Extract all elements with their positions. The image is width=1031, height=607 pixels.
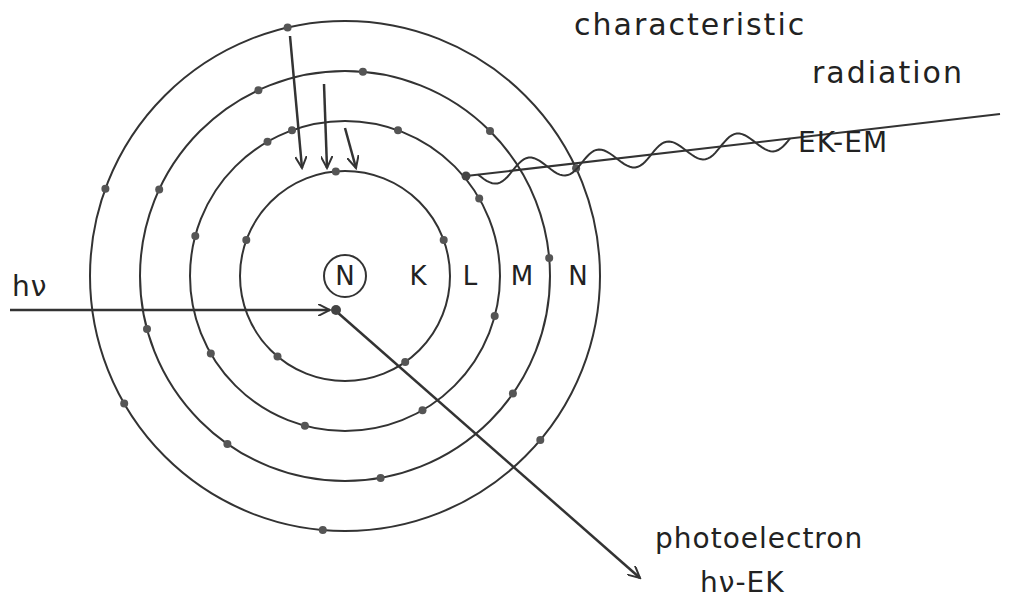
- electron-dot: [284, 24, 292, 32]
- electron-dot: [394, 126, 402, 134]
- electron-dot: [143, 325, 151, 333]
- shell-label: N: [566, 262, 589, 291]
- transition-arrow: [290, 36, 302, 168]
- k-shell: [240, 171, 450, 381]
- electron-dot: [274, 352, 282, 360]
- electron-dot: [301, 422, 309, 430]
- photoelectron-label: photoelectron: [655, 524, 863, 555]
- shell-label: L: [461, 262, 480, 291]
- m-shell: [140, 71, 550, 481]
- electron-dot: [401, 358, 409, 366]
- electron-dot: [155, 185, 163, 193]
- electron-dot: [545, 254, 553, 262]
- l-shell: [190, 121, 500, 431]
- electron-dot: [254, 86, 262, 94]
- electron-dot: [223, 440, 231, 448]
- electron-dot: [419, 406, 427, 414]
- transition-arrow: [324, 84, 327, 168]
- electron-dot: [207, 350, 215, 358]
- electron-dot: [319, 526, 327, 534]
- electron-dot: [377, 474, 385, 482]
- photon-arrow: [10, 309, 330, 312]
- electron-dot: [242, 236, 250, 244]
- energy-label: EK-EM: [798, 128, 888, 159]
- shell-label: M: [509, 262, 535, 291]
- energy-label: hν-EK: [700, 568, 785, 599]
- radiation-wave: [478, 134, 790, 184]
- photon-label: hν: [12, 272, 47, 303]
- electron-dot: [440, 236, 448, 244]
- electron-dot: [475, 195, 483, 203]
- transition-arrow: [345, 128, 356, 168]
- radiation-label: characteristic: [574, 8, 806, 41]
- photoelectron-track: [337, 312, 640, 578]
- emitting-electron: [462, 172, 471, 181]
- electron-dot: [120, 400, 128, 408]
- radiation-label: radiation: [812, 56, 964, 89]
- electron-dot: [536, 436, 544, 444]
- electron-dot: [486, 127, 494, 135]
- ejected-electron: [331, 305, 341, 315]
- electron-dot: [101, 185, 109, 193]
- electron-dot: [491, 312, 499, 320]
- electron-dot: [509, 390, 517, 398]
- electron-dot: [332, 167, 340, 175]
- nucleus-circle: N: [323, 254, 367, 298]
- electron-dot: [359, 68, 367, 76]
- electron-dot: [191, 232, 199, 240]
- electron-dot: [264, 138, 272, 146]
- electron-dot: [288, 126, 296, 134]
- n-shell: [90, 21, 600, 531]
- nucleus-label: N: [335, 263, 354, 289]
- shell-label: K: [407, 262, 428, 291]
